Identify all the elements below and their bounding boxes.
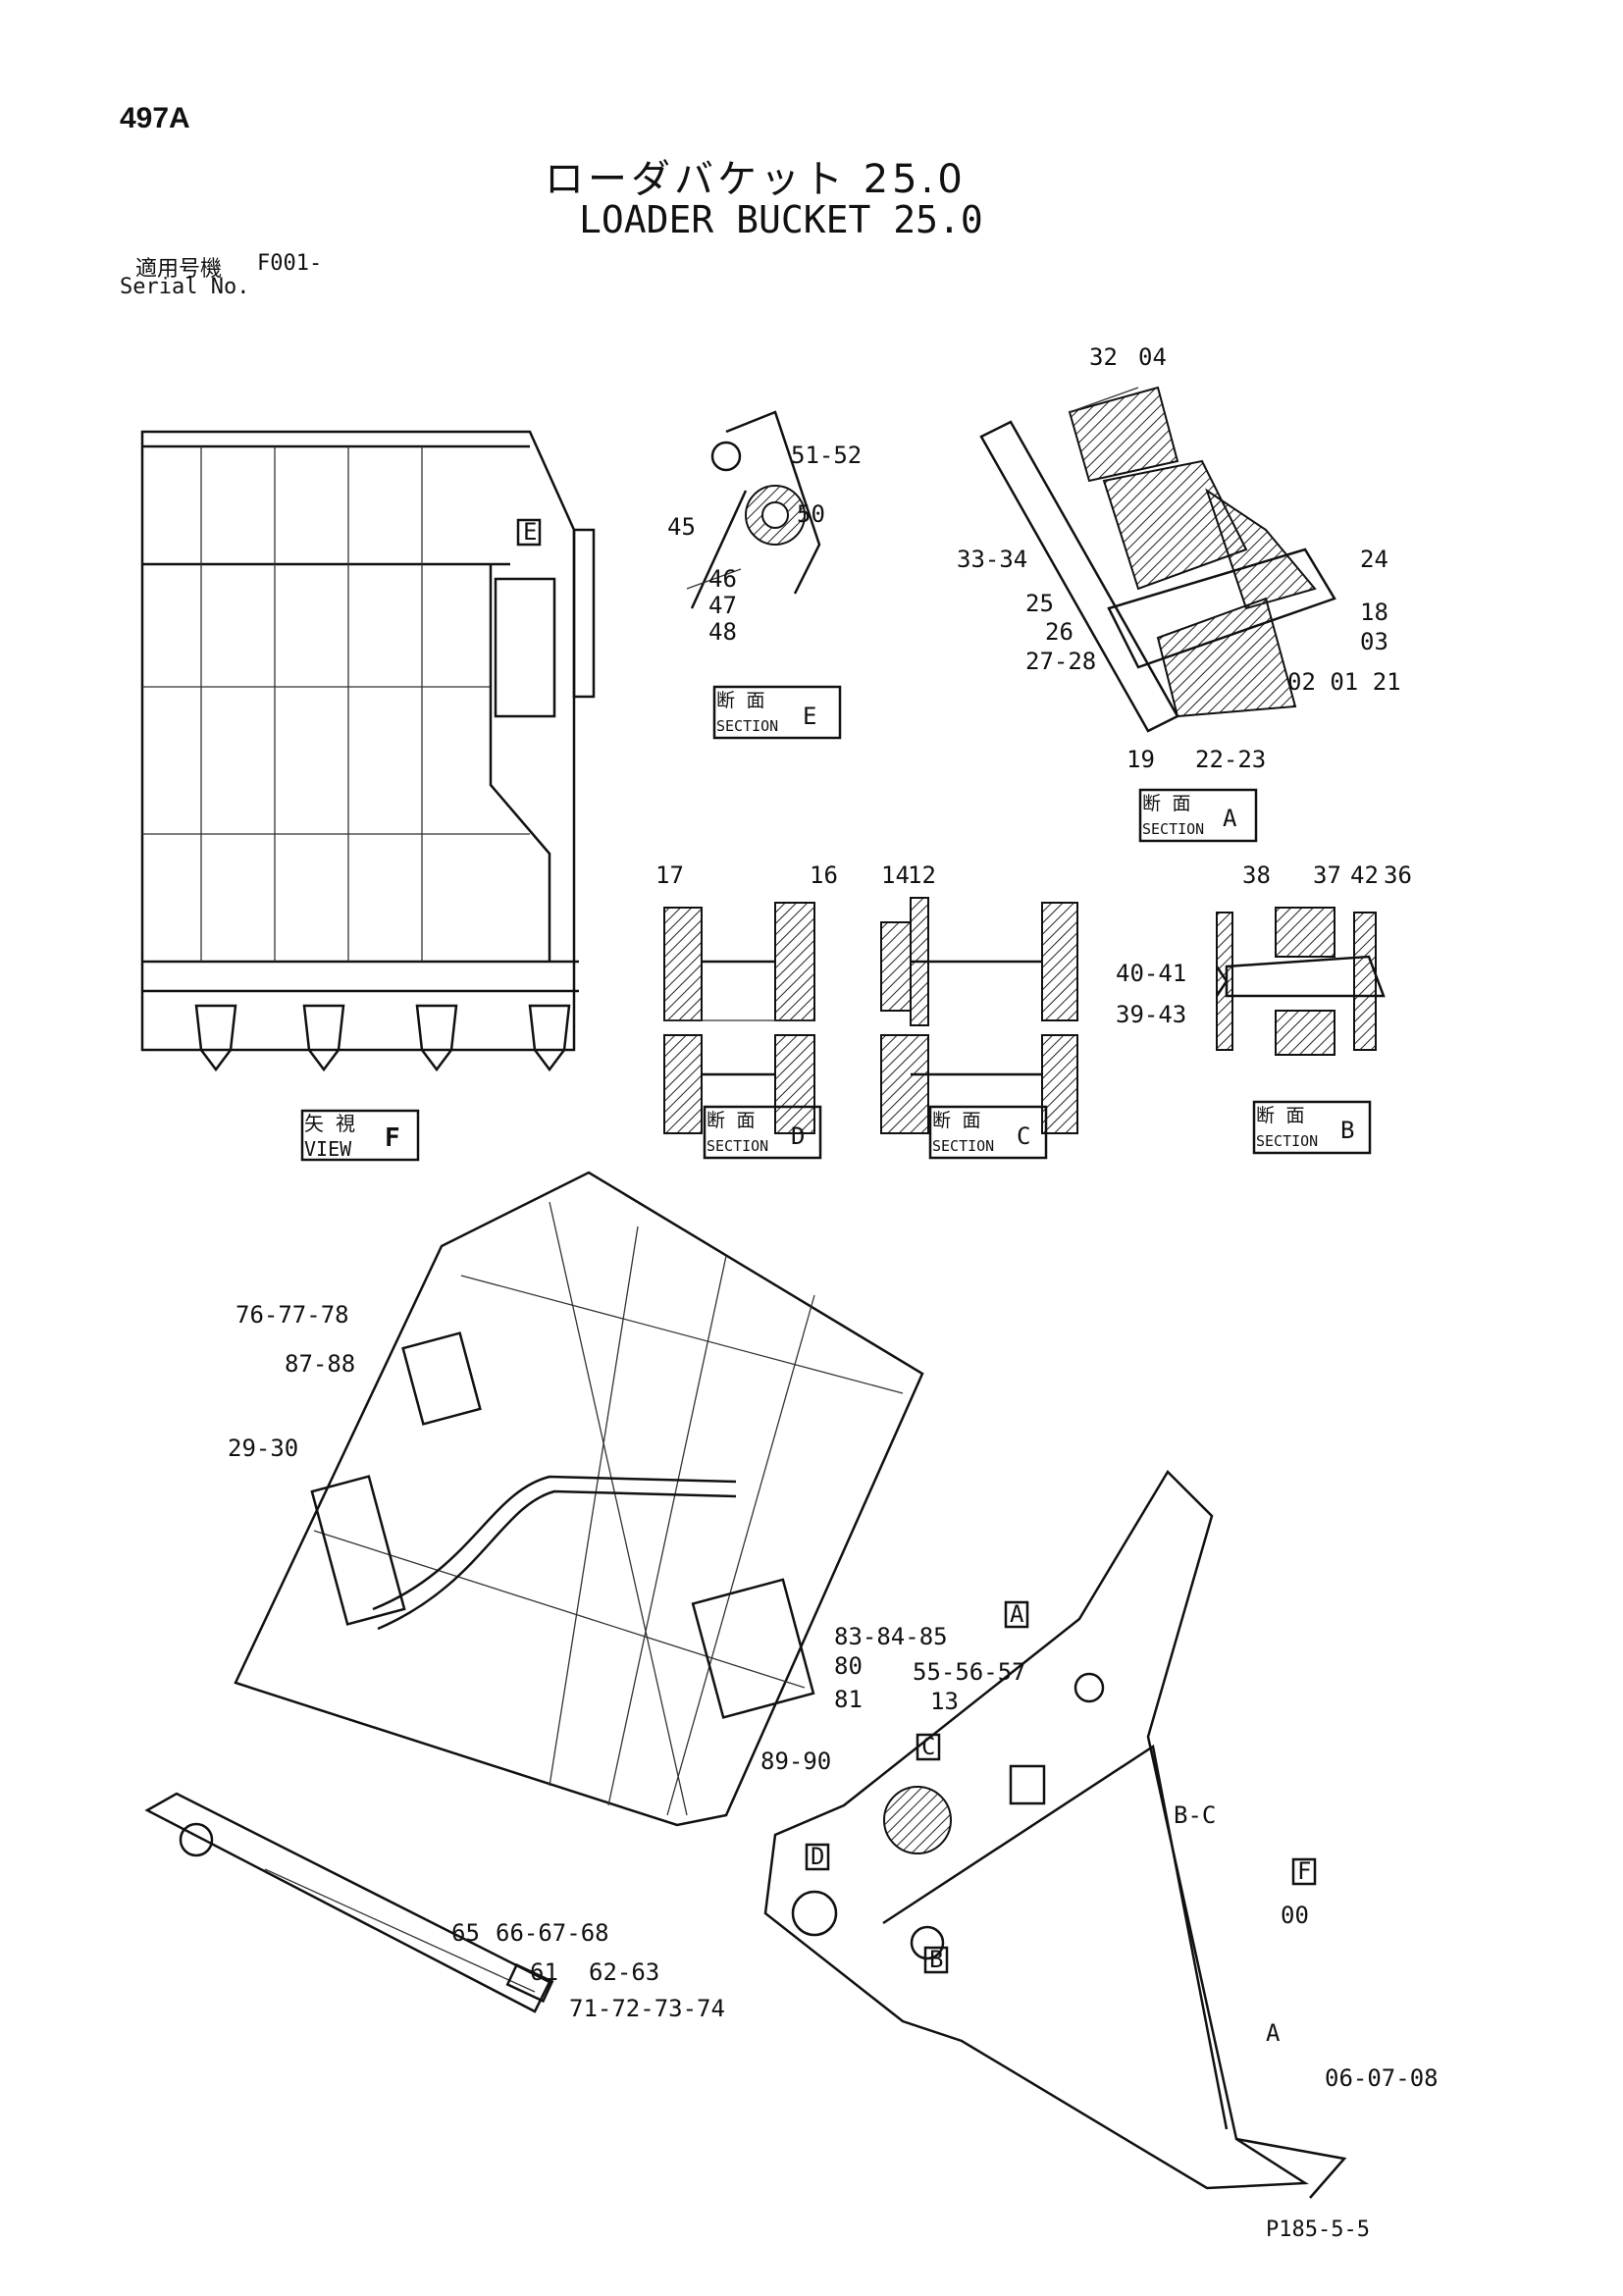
callout-29-30: 29-30 [228, 1435, 298, 1462]
section-c-drawing [880, 897, 1078, 1134]
marker-d-label: D [811, 1843, 824, 1870]
hose-detail [144, 1792, 554, 2013]
marker-f-label: F [1297, 1857, 1311, 1885]
section-d-callouts: 17 16 断 面 SECTION D [655, 861, 838, 1160]
section-a-drawing [979, 386, 1336, 733]
serial-label-japanese: 適用号機 [135, 257, 223, 282]
title-english: LOADER BUCKET 25.0 [579, 198, 983, 241]
callout-50: 50 [797, 500, 825, 528]
serial-value: F001- [257, 251, 323, 276]
section-e-en: SECTION [716, 717, 778, 735]
callout-61: 61 [530, 1958, 558, 1986]
callout-46: 46 [708, 565, 737, 593]
section-e-letter: E [803, 703, 816, 730]
section-b-letter: B [1340, 1117, 1354, 1144]
hose-detail-callouts: 65 66-67-68 61 62-63 71-72-73-74 [451, 1919, 725, 2022]
callout-a: A [1266, 2019, 1281, 2047]
callout-04: 04 [1138, 343, 1167, 371]
section-d-jp: 断 面 [707, 1110, 755, 1131]
section-b-callouts: 38 37 42 36 40-41 39-43 断 面 SECTION B [1116, 861, 1412, 1155]
callout-89-90: 89-90 [760, 1748, 831, 1775]
callout-76-77-78: 76-77-78 [236, 1301, 349, 1329]
callout-17: 17 [655, 861, 684, 889]
callout-71-72-73-74: 71-72-73-74 [569, 1995, 725, 2022]
section-a-en: SECTION [1142, 820, 1204, 838]
callout-06-07-08: 06-07-08 [1325, 2064, 1439, 2092]
callout-42: 42 [1350, 861, 1379, 889]
marker-e-label: E [523, 518, 537, 546]
callout-66-67-68: 66-67-68 [496, 1919, 609, 1947]
section-c-callouts: 14 12 断 面 SECTION C [881, 861, 1048, 1160]
callout-37: 37 [1313, 861, 1341, 889]
callout-02-01-21: 02 01 21 [1287, 668, 1401, 696]
callout-24: 24 [1360, 546, 1388, 573]
section-a-callouts: 32 04 33-34 24 25 18 26 03 27-28 02 01 2… [957, 343, 1401, 843]
callout-40-41: 40-41 [1116, 960, 1186, 987]
view-f-jp: 矢 視 [304, 1112, 355, 1135]
callout-38: 38 [1242, 861, 1271, 889]
callout-51-52: 51-52 [791, 442, 862, 469]
section-a-jp: 断 面 [1142, 793, 1190, 814]
callout-32: 32 [1089, 343, 1118, 371]
callout-36: 36 [1384, 861, 1412, 889]
view-f-letter: F [385, 1123, 400, 1153]
section-c-letter: C [1017, 1122, 1030, 1150]
callout-83-84-85: 83-84-85 [834, 1623, 948, 1650]
bucket-top-callouts: 76-77-78 87-88 29-30 83-84-85 80 81 89-9… [228, 1301, 948, 1775]
title-japanese: ローダバケット 25.0 [545, 157, 967, 202]
marker-b-label: B [929, 1946, 943, 1973]
section-b-drawing [1215, 907, 1386, 1056]
section-d-letter: D [791, 1122, 805, 1150]
bucket-side-markers: A C D B F [805, 1600, 1317, 1974]
section-d-drawing [663, 902, 815, 1134]
page-code: 497A [120, 102, 190, 134]
page-reference: P185-5-5 [1266, 2218, 1370, 2242]
serial-label-english: Serial No. [120, 275, 250, 299]
callout-33-34: 33-34 [957, 546, 1027, 573]
view-f-label: 矢 視 VIEW F [300, 1109, 420, 1162]
callout-12: 12 [908, 861, 936, 889]
callout-22-23: 22-23 [1195, 746, 1266, 773]
callout-19: 19 [1126, 746, 1155, 773]
marker-c-label: C [921, 1733, 935, 1760]
callout-25: 25 [1025, 590, 1054, 617]
callout-b-c: B-C [1174, 1801, 1216, 1829]
section-e-callouts: 51-52 50 45 46 47 48 断 面 SECTION E [667, 442, 862, 740]
callout-13: 13 [930, 1688, 959, 1715]
callout-55-56-57: 55-56-57 [913, 1658, 1026, 1686]
callout-45: 45 [667, 513, 696, 541]
view-f-en: VIEW [304, 1137, 352, 1161]
callout-03: 03 [1360, 628, 1388, 655]
section-c-en: SECTION [932, 1137, 994, 1155]
callout-26: 26 [1045, 618, 1073, 646]
callout-62-63: 62-63 [589, 1958, 659, 1986]
bucket-top-view [234, 1171, 924, 1827]
callout-14: 14 [881, 861, 910, 889]
section-a-letter: A [1223, 805, 1237, 832]
callout-65: 65 [451, 1919, 480, 1947]
callout-18: 18 [1360, 599, 1388, 626]
section-b-en: SECTION [1256, 1132, 1318, 1150]
section-e-jp: 断 面 [716, 690, 764, 711]
bucket-side-view [763, 1469, 1347, 2199]
callout-27-28: 27-28 [1025, 648, 1096, 675]
callout-39-43: 39-43 [1116, 1001, 1186, 1028]
section-c-jp: 断 面 [932, 1110, 980, 1131]
marker-a-label: A [1010, 1600, 1024, 1628]
callout-81: 81 [834, 1686, 863, 1713]
section-d-en: SECTION [707, 1137, 768, 1155]
callout-47: 47 [708, 592, 737, 619]
section-e-drawing [686, 410, 821, 609]
section-b-jp: 断 面 [1256, 1105, 1304, 1126]
view-f-drawing: E [140, 430, 596, 1072]
bucket-side-callouts: 55-56-57 13 B-C 00 A 06-07-08 [913, 1658, 1439, 2092]
callout-80: 80 [834, 1652, 863, 1680]
callout-16: 16 [810, 861, 838, 889]
callout-00: 00 [1281, 1902, 1309, 1929]
callout-48: 48 [708, 618, 737, 646]
callout-87-88: 87-88 [285, 1350, 355, 1378]
